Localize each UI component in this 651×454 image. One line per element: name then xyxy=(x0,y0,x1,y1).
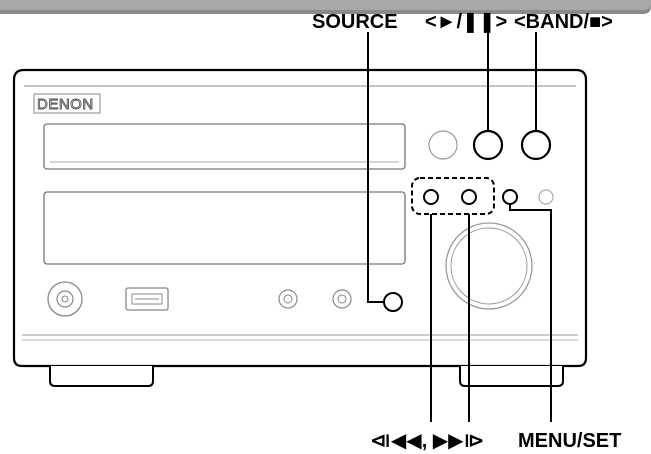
power-button[interactable] xyxy=(428,130,458,160)
skip-label: ⧏◀◀, ▶▶⧐ xyxy=(370,430,485,452)
skip-buttons-group-outline xyxy=(411,177,495,215)
brand-logo-frame xyxy=(33,93,101,114)
left-foot xyxy=(49,366,154,387)
source-button[interactable] xyxy=(383,292,403,312)
volume-knob-inner xyxy=(450,227,528,305)
skip-forward-button[interactable] xyxy=(461,189,477,205)
disc-slot-panel xyxy=(43,123,406,170)
band-stop-button[interactable] xyxy=(520,129,552,161)
display-panel xyxy=(43,191,406,265)
play-pause-button[interactable] xyxy=(472,129,504,161)
aux-jack-1-inner xyxy=(283,294,293,304)
menu-set-leader-line xyxy=(509,204,552,422)
headphone-jack-center xyxy=(61,295,69,303)
skip-back-button[interactable] xyxy=(423,189,439,205)
aux-jack-2-inner xyxy=(337,294,347,304)
menu-set-label: MENU/SET xyxy=(518,430,621,452)
band-stop-label: <BAND/■> xyxy=(514,11,613,33)
header-bar-highlight xyxy=(0,0,651,10)
right-foot xyxy=(459,366,564,387)
small-button[interactable] xyxy=(538,189,554,205)
play-pause-label: <►/❚❚> xyxy=(425,11,507,33)
source-label: SOURCE xyxy=(312,11,398,33)
menu-set-button[interactable] xyxy=(502,189,518,205)
brand-logo: DENON xyxy=(37,96,94,113)
source-leader-line xyxy=(367,32,384,303)
